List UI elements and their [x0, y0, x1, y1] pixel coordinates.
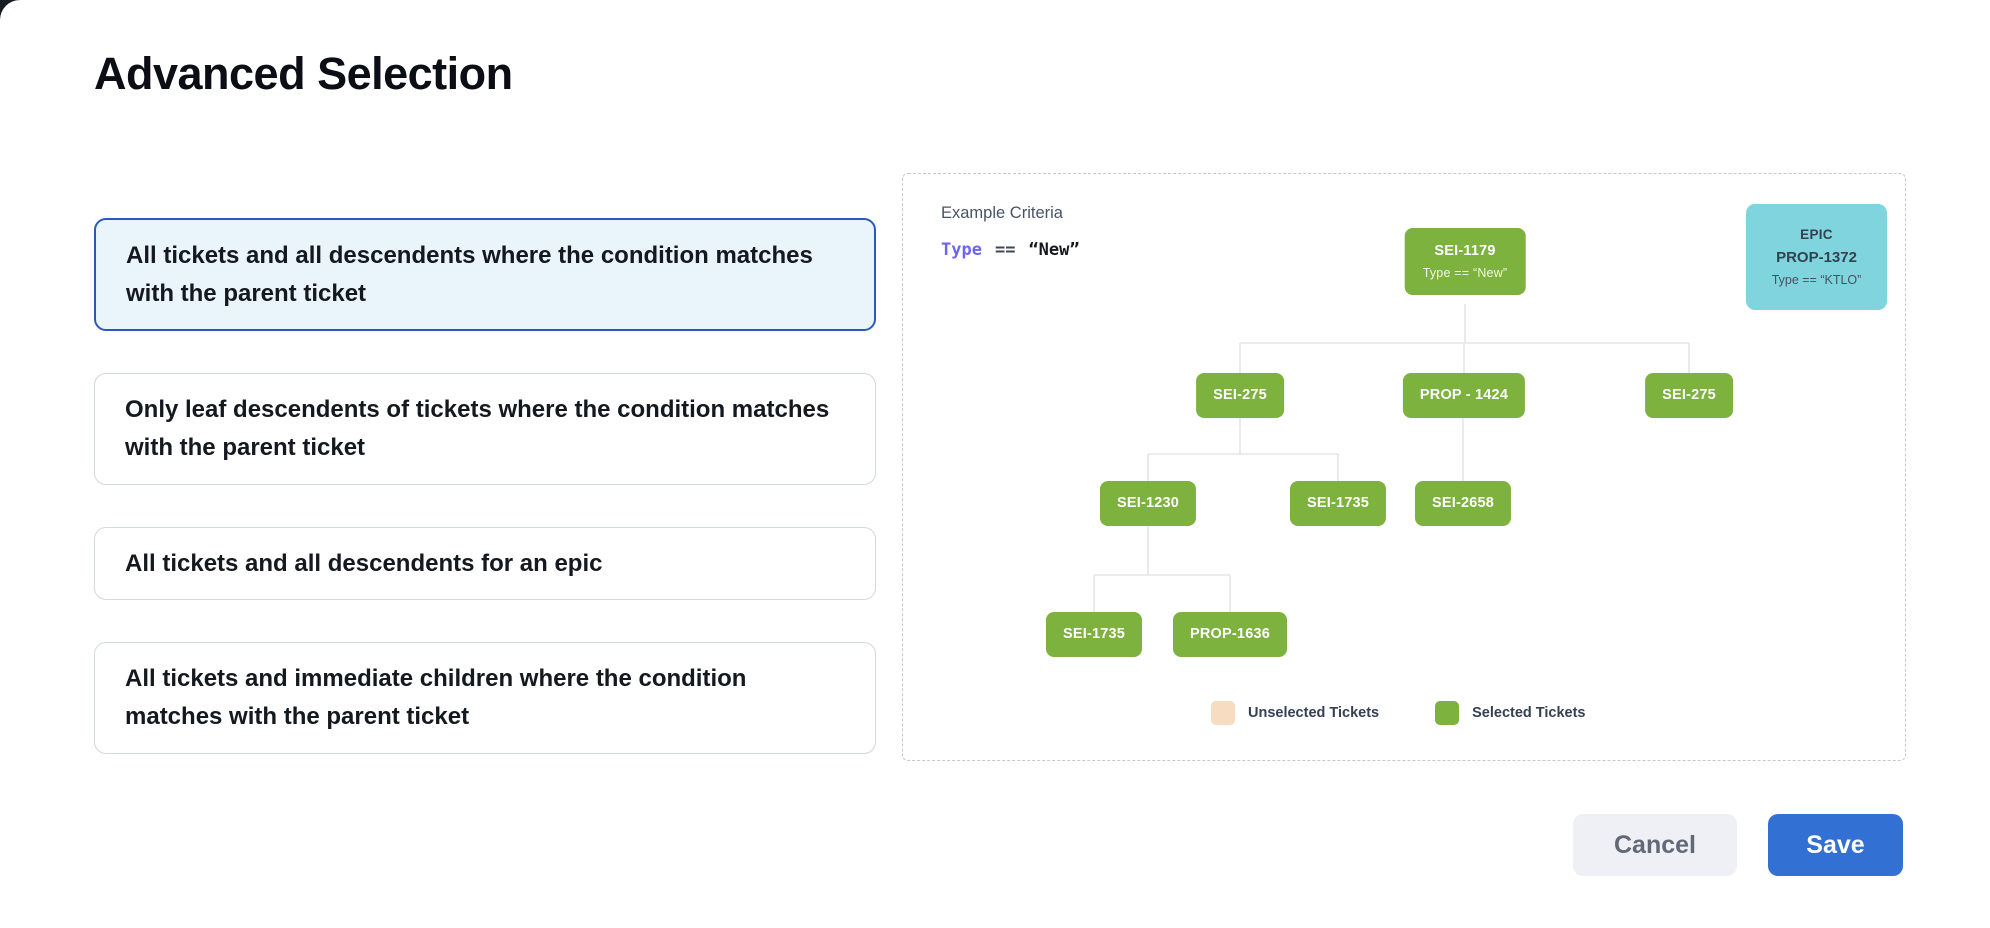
- node-id: SEI-1179: [1434, 243, 1496, 259]
- example-panel: Example Criteria Type == “New” SEI-1179 Ty…: [902, 173, 1906, 761]
- example-heading: Example Criteria: [941, 204, 1063, 222]
- legend-label: Unselected Tickets: [1248, 705, 1380, 721]
- save-button[interactable]: Save: [1768, 814, 1903, 876]
- selected-tickets-swatch: [1435, 701, 1460, 725]
- epic-criteria: Type == “KTLO”: [1771, 273, 1862, 287]
- option-label: All tickets and all descendents for an e…: [125, 549, 603, 577]
- tree-node: PROP-1636: [1173, 612, 1287, 657]
- tree-node: SEI-1735: [1045, 612, 1143, 657]
- tree-node: PROP - 1424: [1402, 373, 1526, 418]
- option-label: Only leaf descendents of tickets where t…: [125, 396, 830, 462]
- tree-node: SEI-2658: [1414, 481, 1512, 526]
- legend-item-selected: Selected Tickets: [1435, 701, 1586, 725]
- epic-type-label: EPIC: [1800, 227, 1833, 242]
- unselected-tickets-swatch: [1211, 701, 1235, 725]
- node-id: SEI-1735: [1062, 626, 1126, 642]
- criteria-value: “New”: [1028, 240, 1080, 260]
- node-id: SEI-2658: [1431, 495, 1495, 511]
- option-all-descendents-condition[interactable]: All tickets and all descendents where th…: [94, 218, 876, 332]
- legend-item-unselected: Unselected Tickets: [1211, 701, 1379, 725]
- node-id: SEI-1230: [1116, 495, 1180, 511]
- selection-options-list: All tickets and all descendents where th…: [94, 218, 876, 796]
- epic-card: EPIC PROP-1372 Type == “KTLO”: [1746, 204, 1887, 310]
- page-title: Advanced Selection: [94, 48, 513, 99]
- option-immediate-children-condition[interactable]: All tickets and immediate children where…: [94, 642, 876, 754]
- epic-id: PROP-1372: [1776, 249, 1857, 266]
- option-label: All tickets and all descendents where th…: [126, 242, 813, 307]
- legend-label: Selected Tickets: [1472, 705, 1586, 721]
- node-id: SEI-275: [1213, 387, 1267, 403]
- node-id: PROP-1636: [1190, 626, 1270, 642]
- option-label: All tickets and immediate children where…: [125, 665, 747, 731]
- cancel-button[interactable]: Cancel: [1573, 814, 1737, 876]
- option-all-descendents-epic[interactable]: All tickets and all descendents for an e…: [94, 526, 876, 601]
- tree-node: SEI-275: [1645, 373, 1733, 418]
- example-criteria-expression: Type == “New”: [941, 240, 1080, 260]
- criteria-operator: ==: [994, 240, 1016, 260]
- node-id: PROP - 1424: [1419, 387, 1509, 403]
- tree-node: SEI-275: [1196, 373, 1284, 418]
- tree-node: SEI-1230: [1099, 481, 1197, 526]
- tree-node-root: SEI-1179 Type == “New”: [1404, 228, 1526, 295]
- criteria-field: Type: [941, 240, 982, 260]
- node-id: SEI-1735: [1306, 495, 1370, 511]
- tree-node: SEI-1735: [1289, 481, 1387, 526]
- node-id: SEI-275: [1662, 387, 1716, 403]
- legend: Unselected Tickets Selected Tickets: [1211, 701, 1586, 725]
- node-criteria: Type == “New”: [1422, 266, 1508, 280]
- option-leaf-descendents-condition[interactable]: Only leaf descendents of tickets where t…: [94, 373, 876, 485]
